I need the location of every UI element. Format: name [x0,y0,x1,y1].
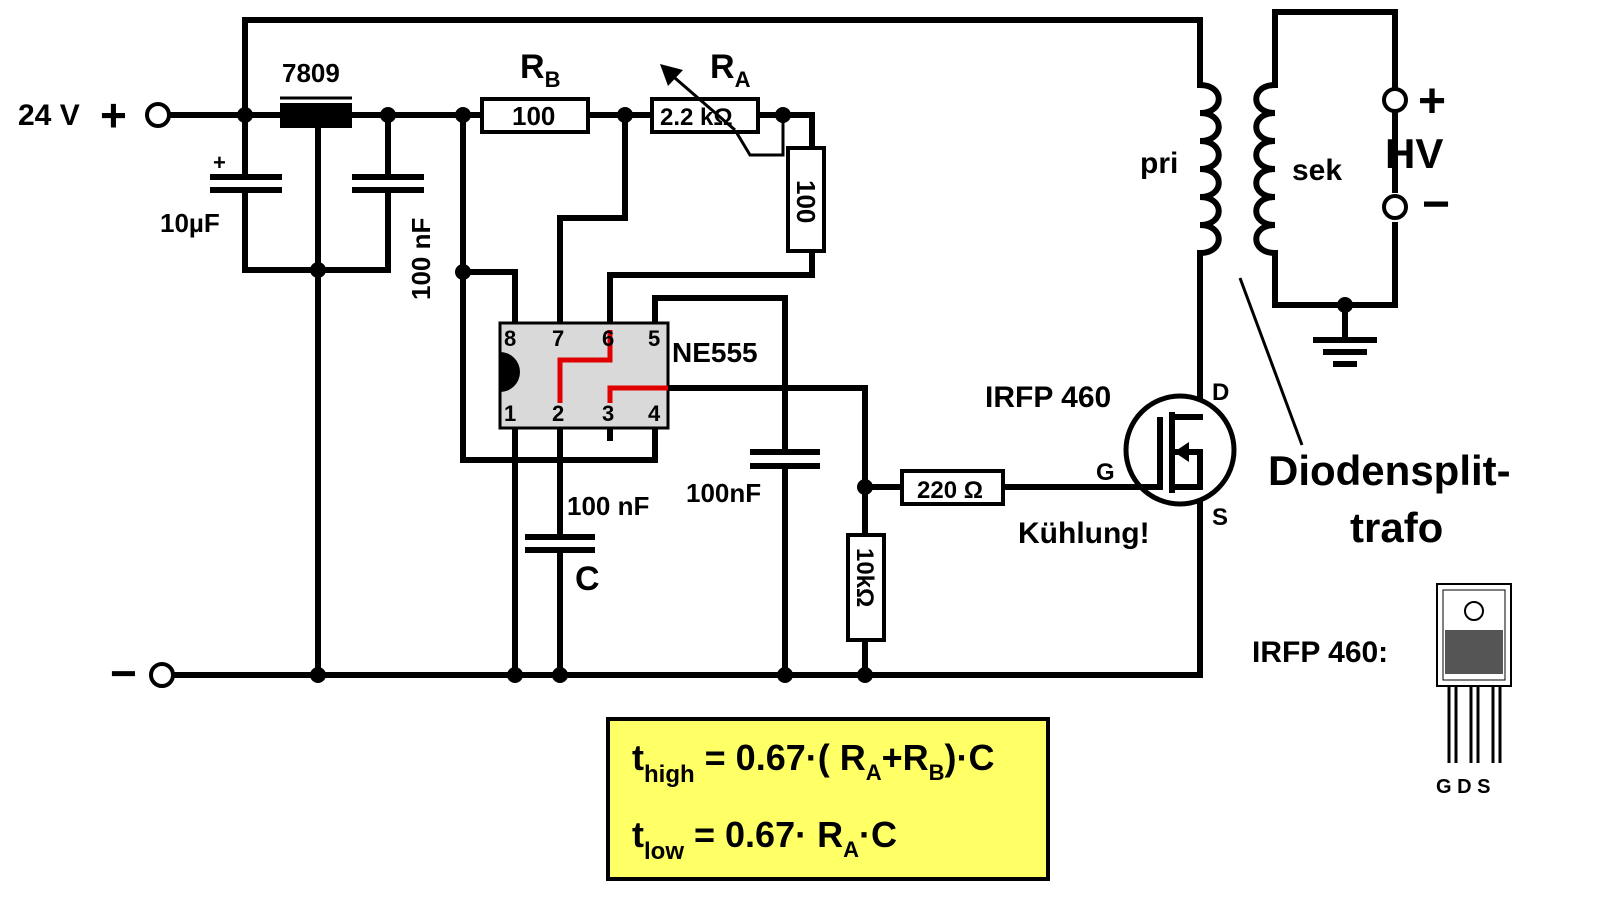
label-r-series: 100 [791,180,821,223]
label-r-gate: 220 Ω [917,477,983,504]
formula-t-low: tlow = 0.67· RA·C [632,814,897,865]
potentiometer-arrow-icon [660,64,736,132]
label-ic-name: NE555 [672,337,758,368]
capacitor-100nf-supply [352,174,424,193]
label-transformer-line1: Diodensplit- [1268,447,1511,494]
secondary-coil [1253,81,1279,257]
label-transformer-line2: trafo [1350,504,1443,551]
label-input-plus: + [100,89,127,141]
label-hv: HV [1385,130,1443,177]
capacitor-timing-c [525,534,595,553]
label-cap-in-polarity: + [213,150,226,175]
label-supply-voltage: 24 V [18,99,80,132]
label-cap-timing: 100 nF [567,491,649,521]
label-pin-3: 3 [602,401,614,426]
label-r-pulldown: 10kΩ [851,548,878,607]
label-rb: RB [520,48,560,92]
regulator-7809 [280,103,352,128]
label-ra: RA [710,48,751,92]
label-regulator: 7809 [282,58,340,88]
hv-positive-terminal [1382,87,1408,113]
hv-negative-terminal [1382,194,1408,220]
junctions [237,107,1353,683]
label-cooling-note: Kühlung! [1018,517,1150,550]
formula-t-high: thigh = 0.67·( RA+RB)·C [632,737,995,788]
capacitor-10uf [210,174,282,193]
label-cap-ctrl: 100nF [686,478,761,508]
label-mosfet-gate: G [1096,459,1115,486]
label-cap-out: 100 nF [406,218,436,300]
label-pin-1: 1 [504,401,516,426]
resistor-gate-220 [900,469,1005,506]
input-negative-terminal [149,662,175,688]
label-pin-8: 8 [504,326,516,351]
input-positive-terminal [145,102,171,128]
label-pin-4: 4 [648,401,661,426]
label-hv-minus: − [1422,178,1450,231]
label-package-pins: G D S [1436,776,1490,798]
label-cap-timing-name: C [575,560,600,598]
label-pin-2: 2 [552,401,564,426]
mosfet-package-drawing [1436,583,1512,763]
label-primary: pri [1140,147,1178,180]
label-cap-in: 10µF [160,208,220,238]
label-pin-7: 7 [552,326,564,351]
capacitor-100nf-control [750,449,820,469]
label-ra-value: 2.2 kΩ [660,104,733,131]
label-hv-plus: + [1418,75,1446,128]
resistor-100-series [786,146,826,253]
resistor-pulldown-10k [846,533,886,642]
label-input-minus: − [110,647,137,699]
label-mosfet-drain: D [1212,379,1229,406]
primary-coil [1196,81,1222,257]
ground-symbol-icon [1313,337,1377,367]
resistor-rb [480,97,590,134]
label-mosfet-source: S [1212,504,1228,531]
label-rb-value: 100 [512,101,555,131]
label-pin-5: 5 [648,326,660,351]
label-mosfet-name: IRFP 460 [985,381,1111,414]
ic-ne555 [498,321,670,430]
label-package-title: IRFP 460: [1252,636,1388,669]
formula-box [606,717,1050,881]
label-secondary: sek [1292,154,1342,187]
mosfet-irfp460 [1123,393,1237,507]
label-pin-6: 6 [602,326,614,351]
